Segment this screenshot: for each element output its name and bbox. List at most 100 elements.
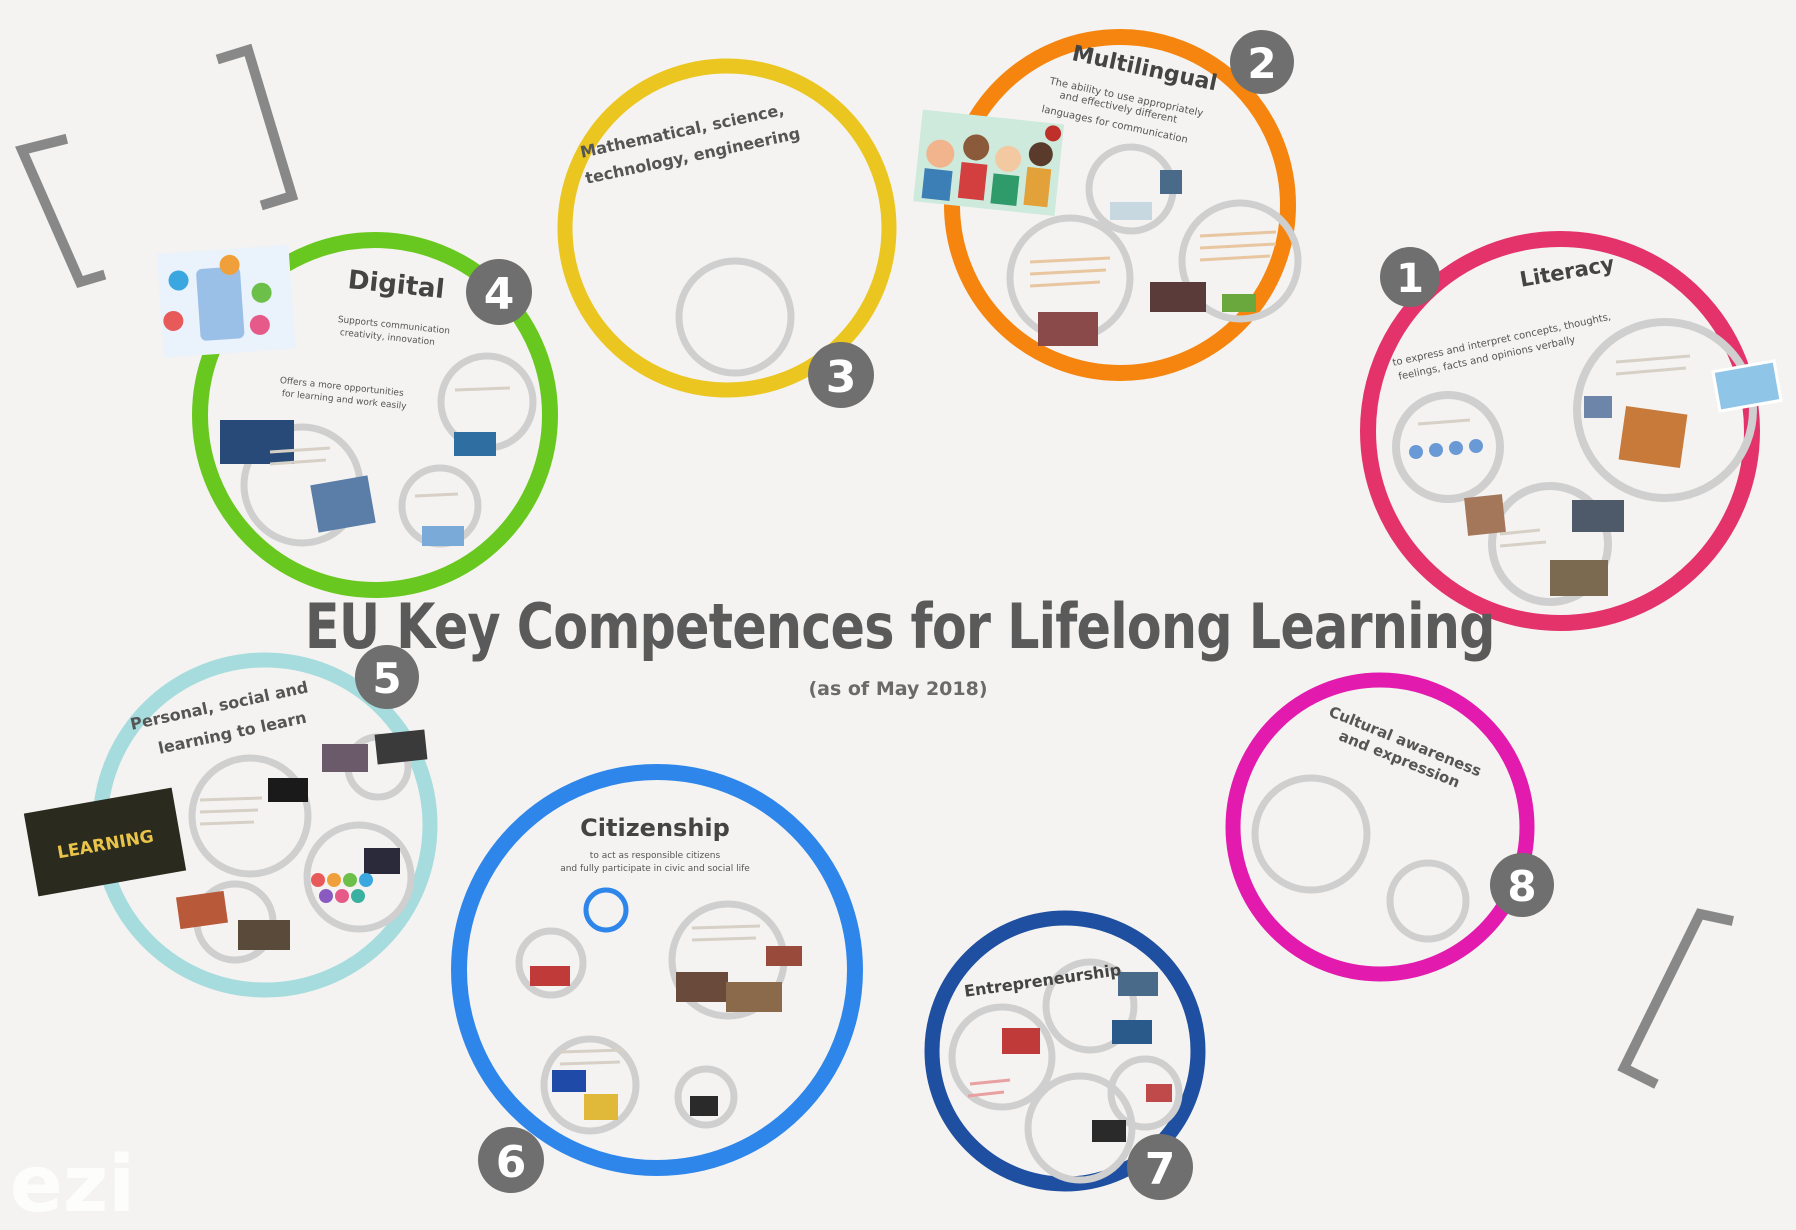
citizenship-photo <box>766 946 802 966</box>
personal-number: 5 <box>372 654 401 703</box>
digital-photo <box>422 526 464 546</box>
personal-photo <box>176 890 228 930</box>
literacy-note-lines <box>1417 354 1691 548</box>
cultural-ring <box>1225 672 1535 982</box>
citizenship-inner-circle <box>583 887 629 933</box>
multilingual-number-badge <box>1230 30 1294 94</box>
entrepreneurship-ring <box>924 910 1206 1192</box>
personal-photo <box>322 744 368 772</box>
personal-photo <box>374 729 428 765</box>
entrepreneurship-inner-circle <box>948 1003 1056 1111</box>
literacy-photo <box>1711 359 1783 413</box>
literacy-number-badge <box>1380 247 1440 307</box>
citizenship-number-badge <box>478 1127 544 1193</box>
entrepreneurship-photo <box>1118 972 1158 996</box>
citizenship-inner-circle <box>515 927 587 999</box>
digital-number-badge <box>466 259 532 325</box>
multilingual-inner-circle <box>1178 199 1302 323</box>
citizenship-photo <box>552 1070 586 1092</box>
citizenship-photo <box>676 972 728 1002</box>
literacy-icons <box>1409 439 1483 459</box>
citizenship-photo <box>726 982 782 1012</box>
personal-inner-circle <box>303 821 415 933</box>
multilingual-photo <box>1110 202 1152 220</box>
literacy-photo <box>1584 396 1612 418</box>
entrepreneurship-photo <box>1002 1028 1040 1054</box>
literacy-photo <box>1572 500 1624 532</box>
frame-bracket-top-left <box>15 133 107 289</box>
citizenship-description: and fully participate in civic and socia… <box>560 864 750 874</box>
frame-bracket-top-right <box>215 43 299 211</box>
entrepreneurship-note-lines <box>967 1078 1011 1098</box>
entrepreneurship-photo <box>1112 1020 1152 1044</box>
literacy-inner-circle <box>1392 391 1504 503</box>
entrepreneurship-inner-circle <box>1107 1055 1183 1131</box>
citizenship-ring <box>451 764 863 1176</box>
personal-photo <box>268 778 308 802</box>
competence-digital[interactable]: Digital Supports communication creativit… <box>156 232 558 598</box>
competence-personal-social[interactable]: LEARNING Personal, social and learning t… <box>23 645 438 998</box>
math-number-badge <box>808 342 874 408</box>
personal-number-badge <box>355 645 419 709</box>
personal-note-lines <box>199 796 263 826</box>
competence-cultural[interactable]: Cultural awareness and expression 8 <box>1225 672 1554 982</box>
competence-literacy[interactable]: Literacy to express and interpret concep… <box>1360 231 1783 631</box>
cultural-number-badge <box>1490 853 1554 917</box>
literacy-photo <box>1550 560 1608 596</box>
competence-multilingual[interactable]: Multilingual The ability to use appropri… <box>913 29 1302 381</box>
literacy-inner-circle <box>1488 482 1612 606</box>
multilingual-photo <box>1222 294 1256 312</box>
competence-map: Literacy to express and interpret concep… <box>15 29 1783 1200</box>
personal-colored-dots <box>311 873 373 903</box>
personal-inner-circle <box>188 754 312 878</box>
multilingual-number: 2 <box>1247 39 1276 88</box>
entrepreneurship-photo <box>1146 1084 1172 1102</box>
citizenship-title: Citizenship <box>580 814 730 842</box>
entrepreneurship-inner-circle <box>1042 958 1138 1054</box>
multilingual-photo <box>1150 282 1206 312</box>
competence-math-science[interactable]: Mathematical, science, technology, engin… <box>557 58 897 408</box>
personal-learning-board: LEARNING <box>23 787 187 897</box>
citizenship-photo <box>530 966 570 986</box>
frame-bracket-bottom-right <box>1617 908 1734 1089</box>
digital-photo <box>454 432 496 456</box>
literacy-photo <box>1618 405 1688 469</box>
cultural-number: 8 <box>1507 862 1536 911</box>
multilingual-people-illustration <box>913 109 1065 216</box>
multilingual-photo <box>1038 312 1098 346</box>
page-subtitle: (as of May 2018) <box>808 678 988 700</box>
citizenship-inner-circle <box>674 1065 738 1129</box>
digital-photo <box>310 475 376 533</box>
digital-title: Digital <box>346 265 446 305</box>
citizenship-number: 6 <box>496 1137 527 1188</box>
page-title: EU Key Competences for Lifelong Learning <box>304 590 1496 663</box>
citizenship-inner-circle <box>540 1035 640 1135</box>
digital-number: 4 <box>484 269 515 320</box>
math-number: 3 <box>826 352 857 403</box>
entrepreneurship-title: Entrepreneurship <box>963 960 1122 1001</box>
math-inner-circle <box>675 257 795 377</box>
digital-note-lines <box>269 386 511 498</box>
personal-photo <box>238 920 290 950</box>
competence-entrepreneurship[interactable]: Entrepreneurship 7 <box>924 910 1206 1200</box>
entrepreneurship-number: 7 <box>1145 1144 1176 1195</box>
literacy-inner-circle <box>1573 318 1757 502</box>
competence-citizenship[interactable]: Citizenship to act as responsible citize… <box>451 764 863 1193</box>
digital-app-illustration <box>156 244 296 358</box>
citizenship-note-lines <box>559 924 761 1066</box>
citizenship-photo <box>584 1094 618 1120</box>
digital-ring <box>192 232 558 598</box>
math-ring <box>557 58 897 398</box>
entrepreneurship-number-badge <box>1127 1134 1193 1200</box>
digital-photo <box>220 420 294 464</box>
entrepreneurship-photo <box>1092 1120 1126 1142</box>
prezi-watermark: ezi <box>10 1140 136 1230</box>
multilingual-photo <box>1160 170 1182 194</box>
literacy-number: 1 <box>1396 256 1424 302</box>
cultural-inner-circle <box>1386 859 1470 943</box>
citizenship-photo <box>690 1096 718 1116</box>
citizenship-description: to act as responsible citizens <box>590 851 721 861</box>
literacy-photo <box>1464 494 1506 536</box>
cultural-inner-circle <box>1251 774 1371 894</box>
multilingual-note-lines <box>1029 230 1277 288</box>
